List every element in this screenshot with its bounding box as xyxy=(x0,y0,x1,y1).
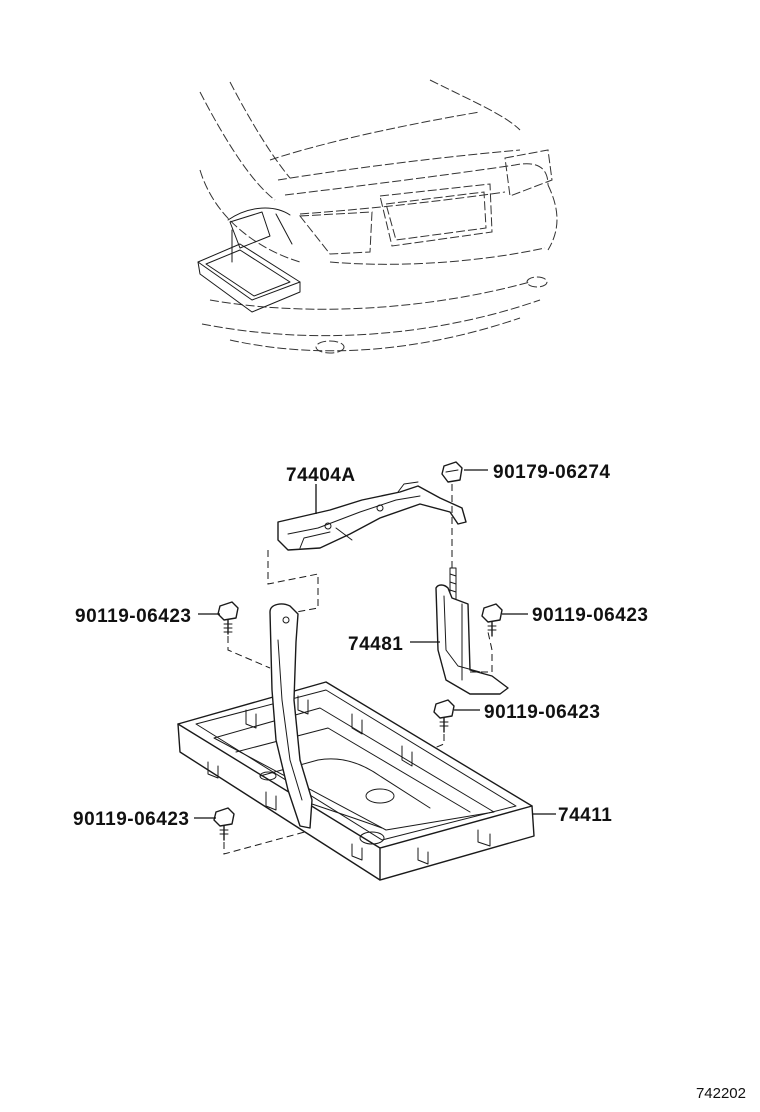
bolt-right-upper-drawing xyxy=(481,603,503,637)
label-bolt-left-upper: 90119-06423 xyxy=(75,606,191,627)
label-bolt-right-upper: 90119-06423 xyxy=(532,605,648,626)
label-74411: 74411 xyxy=(558,805,612,826)
label-74481: 74481 xyxy=(348,634,403,655)
car-rear-view xyxy=(197,79,558,354)
bolt-left-upper-drawing xyxy=(217,601,271,669)
strap-drawing xyxy=(269,603,313,829)
bolt-right-mid-drawing xyxy=(381,699,455,788)
tray-74411-drawing xyxy=(177,681,535,881)
leader-lines xyxy=(194,469,556,819)
bracket-74404a-drawing xyxy=(267,481,467,613)
label-bolt-right-mid: 90119-06423 xyxy=(484,702,600,723)
label-74404a: 74404A xyxy=(286,465,356,486)
label-bolt-left-lower: 90119-06423 xyxy=(73,809,189,830)
clamp-74481-drawing xyxy=(435,567,509,695)
figure-code: 742202 xyxy=(696,1085,746,1102)
label-90179-06274: 90179-06274 xyxy=(493,462,611,483)
nut-top-drawing xyxy=(441,461,463,572)
